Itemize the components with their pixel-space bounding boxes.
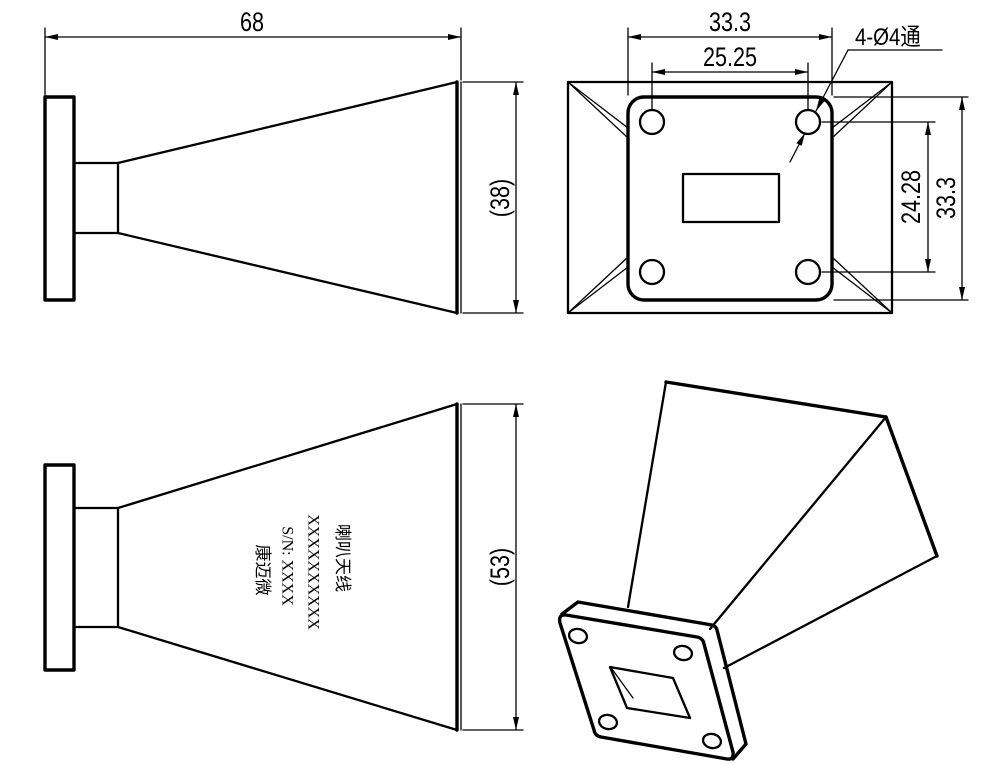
isometric-view (557, 380, 939, 761)
flange-width-dimension-label: 33.3 (709, 8, 751, 38)
flange-hole-bottom-left (638, 258, 666, 286)
top-view-horn-top-edge (116, 402, 459, 510)
front-view-corner-edge-tl-a (567, 81, 629, 129)
iso-horn-bottom-edge (722, 554, 939, 670)
iso-flange-front-face (557, 613, 735, 761)
hole-spacing-dimension-label: 25.25 (703, 43, 757, 73)
front-view: 33.3 25.25 4-Ø4通 24.28 33.3 (566, 8, 969, 315)
front-view-corner-edge-tl-b (567, 81, 629, 139)
hole-callout-leader-bottom (789, 132, 806, 163)
iso-waveguide-slot (608, 665, 692, 720)
label-model-number: XXXXXXXXXX (305, 514, 322, 630)
hole-callout-leader-top (815, 49, 849, 112)
iso-flange-thickness (560, 600, 748, 761)
front-view-corner-edge-br-b (831, 256, 893, 314)
label-serial-number: S/N: XXXX (279, 526, 296, 606)
iso-horn-top-edge (664, 380, 888, 419)
top-view: 喇叭天线 XXXXXXXXXX S/N: XXXX 康迈微 (53) (43, 402, 524, 732)
flange-hole-bottom-right (794, 258, 822, 286)
iso-horn-right-edge (884, 415, 939, 558)
front-view-corner-edge-bl-a (567, 266, 629, 314)
front-view-corner-edge-tr-b (831, 81, 893, 139)
label-manufacturer: 康迈微 (252, 545, 272, 596)
front-view-flange (626, 95, 834, 302)
length-dimension-label: 68 (240, 8, 264, 38)
side-view-horn-top-edge (116, 80, 459, 165)
top-view-waveguide-neck (72, 506, 120, 629)
front-view-corner-edge-tr-a (831, 81, 893, 129)
aperture-height-dimension-label: (38) (486, 179, 516, 217)
side-view-horn-bottom-edge (116, 231, 459, 315)
hole-spacing-vertical-dimension-label: 24.28 (897, 170, 927, 224)
label-product-name: 喇叭天线 (332, 524, 352, 592)
front-view-corner-edge-br-a (831, 266, 893, 314)
side-view-waveguide-neck (72, 161, 120, 235)
aperture-width-dimension-label: (53) (486, 548, 516, 586)
iso-horn-left-edge (626, 380, 668, 609)
side-view: 68 (38) (43, 8, 524, 315)
top-view-horn-bottom-edge (116, 625, 459, 732)
waveguide-slot (681, 172, 781, 224)
iso-waveguide-slot-depth (611, 668, 634, 699)
front-view-corner-edge-bl-b (567, 256, 629, 314)
hole-callout-label: 4-Ø4通 (855, 23, 921, 50)
iso-horn-crease-edge (708, 415, 888, 631)
iso-flange-hole-top-left (567, 627, 589, 645)
flange-height-dimension-label: 33.3 (932, 177, 962, 219)
side-view-flange (43, 95, 76, 302)
front-view-aperture-outline (566, 80, 894, 315)
iso-flange-hole-top-right (672, 644, 694, 662)
iso-flange-hole-bottom-left (597, 713, 619, 731)
iso-flange-hole-bottom-right (701, 732, 723, 750)
top-view-flange (43, 463, 76, 672)
